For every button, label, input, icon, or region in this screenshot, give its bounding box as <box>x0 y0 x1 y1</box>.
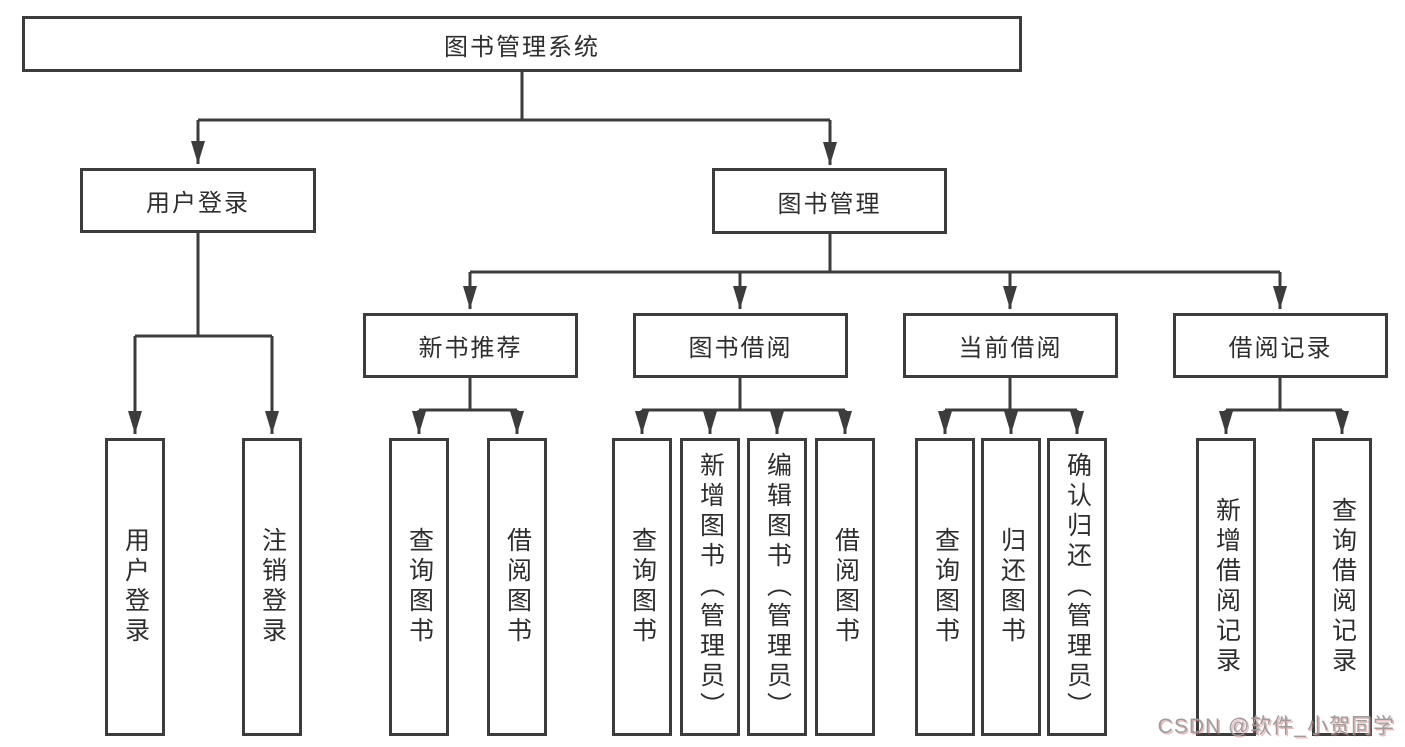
leaf-borrow-query-books-label: 查询图书 <box>628 527 657 647</box>
leaf-records-add-record-label: 新增借阅记录 <box>1212 497 1241 677</box>
leaf-recommend-query-books: 查询图书 <box>389 438 449 736</box>
node-borrow-records: 借阅记录 <box>1173 313 1388 378</box>
node-book-borrow-label: 图书借阅 <box>688 335 793 362</box>
watermark: CSDN @软件_小贺同学 <box>1157 715 1395 738</box>
leaf-borrow-borrow-books: 借阅图书 <box>815 438 875 736</box>
leaf-records-add-record: 新增借阅记录 <box>1196 438 1256 736</box>
leaf-borrow-borrow-books-label: 借阅图书 <box>831 527 860 647</box>
node-book-management: 图书管理 <box>712 168 947 234</box>
leaf-current-query-books: 查询图书 <box>915 438 975 736</box>
leaf-records-query-record-label: 查询借阅记录 <box>1328 497 1357 677</box>
leaf-borrow-add-books-admin: 新增图书（管理员） <box>680 438 740 736</box>
node-new-book-recommend: 新书推荐 <box>363 313 578 378</box>
node-library-system-label: 图书管理系统 <box>444 33 600 61</box>
leaf-current-confirm-return-admin-label: 确认归还（管理员） <box>1063 452 1092 722</box>
node-book-management-label: 图书管理 <box>777 190 882 218</box>
leaf-logout-login: 注销登录 <box>242 438 302 736</box>
leaf-recommend-borrow-books-label: 借阅图书 <box>503 527 532 647</box>
leaf-borrow-edit-books-admin-label: 编辑图书（管理员） <box>763 452 792 722</box>
leaf-user-login: 用户登录 <box>105 438 165 736</box>
leaf-logout-login-label: 注销登录 <box>258 527 287 647</box>
leaf-current-return-books-label: 归还图书 <box>997 527 1026 647</box>
node-current-borrow: 当前借阅 <box>903 313 1118 378</box>
leaf-user-login-label: 用户登录 <box>121 527 150 647</box>
leaf-recommend-query-books-label: 查询图书 <box>405 527 434 647</box>
node-current-borrow-label: 当前借阅 <box>958 335 1063 362</box>
leaf-current-confirm-return-admin: 确认归还（管理员） <box>1047 438 1107 736</box>
node-borrow-records-label: 借阅记录 <box>1228 335 1333 362</box>
leaf-current-query-books-label: 查询图书 <box>931 527 960 647</box>
leaf-borrow-edit-books-admin: 编辑图书（管理员） <box>747 438 807 736</box>
leaf-recommend-borrow-books: 借阅图书 <box>487 438 547 736</box>
leaf-current-return-books: 归还图书 <box>981 438 1041 736</box>
node-user-login: 用户登录 <box>80 168 316 233</box>
node-book-borrow: 图书借阅 <box>633 313 848 378</box>
leaf-borrow-add-books-admin-label: 新增图书（管理员） <box>696 452 725 722</box>
leaf-records-query-record: 查询借阅记录 <box>1312 438 1372 736</box>
node-library-system: 图书管理系统 <box>22 16 1022 72</box>
node-user-login-label: 用户登录 <box>146 190 250 217</box>
leaf-borrow-query-books: 查询图书 <box>612 438 672 736</box>
node-new-book-recommend-label: 新书推荐 <box>418 335 523 362</box>
